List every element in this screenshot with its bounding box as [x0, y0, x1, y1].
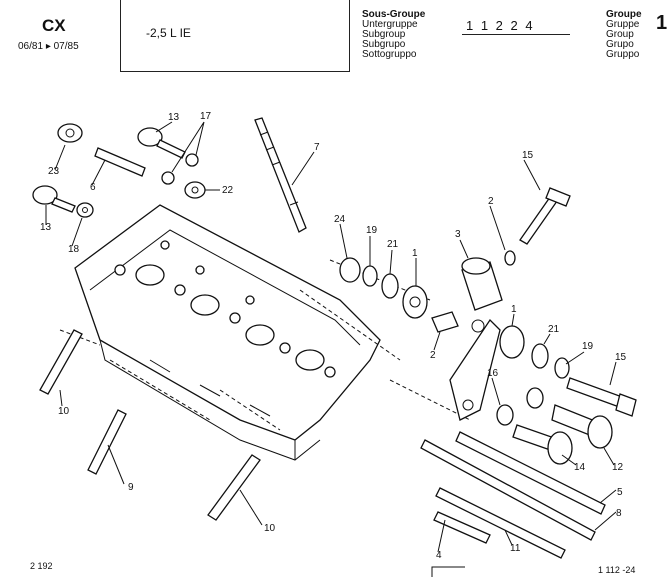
callout-23: 23 — [48, 166, 60, 177]
bushing-1 — [402, 285, 428, 319]
callout-5: 5 — [617, 487, 623, 498]
callout-13b: 13 — [40, 222, 52, 233]
callout-21b: 21 — [548, 324, 560, 335]
stud-10-bottom — [207, 454, 261, 521]
date-range: 06/81 ▸ 07/85 — [18, 42, 79, 52]
group-label-es: Grupo — [606, 39, 634, 50]
callout-labels: 13 17 23 6 22 13 18 7 15 24 19 21 1 3 2 … — [40, 111, 627, 561]
stud-11 — [435, 487, 566, 559]
washer-21 — [381, 273, 399, 299]
callout-10a: 10 — [58, 406, 70, 417]
subgroup-labels: Sous-Groupe Untergruppe Subgroup Subgrup… — [362, 10, 425, 60]
subgroup-label-es: Subgrupo — [362, 39, 406, 50]
footer-left-code: 2 192 — [30, 561, 53, 571]
model-name: CX — [42, 16, 66, 35]
bottom-mark — [431, 566, 465, 577]
cylinder-head — [74, 204, 381, 461]
stud-10-left — [39, 329, 83, 395]
callout-24: 24 — [334, 214, 346, 225]
callout-19b: 19 — [582, 341, 594, 352]
callout-4: 4 — [436, 550, 442, 561]
group-number: 1 — [656, 12, 668, 34]
callout-2a: 2 — [488, 196, 494, 207]
subgroup-underline — [462, 34, 570, 35]
stud-6 — [94, 147, 146, 177]
engine-box — [120, 0, 350, 72]
callout-6: 6 — [90, 182, 96, 193]
subgroup-label-fr: Sous-Groupe — [362, 9, 426, 20]
nut-24 — [339, 257, 361, 283]
subgroup-label-de: Untergruppe — [362, 19, 418, 30]
callout-3: 3 — [455, 229, 461, 240]
callout-14: 14 — [574, 462, 586, 473]
callout-2b: 2 — [430, 350, 436, 361]
callout-9: 9 — [128, 482, 134, 493]
engine-label: -2,5 L IE — [146, 26, 191, 40]
stud-7 — [254, 117, 307, 233]
group-label-de: Gruppe — [606, 19, 640, 30]
washer-21-right — [531, 343, 549, 369]
callout-leaders — [45, 121, 617, 553]
bracket — [449, 318, 501, 421]
nut-23 — [57, 123, 83, 143]
bolt-13-top — [137, 127, 186, 159]
callout-15b: 15 — [615, 352, 627, 363]
footer-right-code: 1 112 -24 — [598, 565, 636, 575]
washers-16 — [496, 387, 544, 426]
washer-17 — [161, 153, 199, 185]
callout-17: 17 — [200, 111, 212, 122]
washer-19 — [362, 265, 378, 287]
group-label-fr: Groupe — [606, 9, 642, 20]
callout-7: 7 — [314, 142, 320, 153]
subgroup-label-en: Subgroup — [362, 29, 406, 40]
stud-8 — [420, 439, 596, 541]
stud-5 — [455, 431, 606, 515]
callout-12: 12 — [612, 462, 624, 473]
bolt-12 — [551, 404, 613, 449]
bolt-14 — [512, 424, 573, 465]
group-label-en: Group — [606, 29, 634, 40]
mount-3 — [461, 257, 503, 311]
callout-11: 11 — [510, 543, 521, 554]
subgroup-label-it: Sottogruppo — [362, 49, 417, 60]
callout-13a: 13 — [168, 112, 180, 123]
group-label-it: Gruppo — [606, 49, 640, 60]
callout-15a: 15 — [522, 150, 534, 161]
callout-10b: 10 — [264, 523, 276, 534]
stud-9 — [87, 409, 127, 475]
bolt-15-right — [566, 377, 637, 417]
date-from: 06/81 — [18, 41, 44, 52]
bolt-13-left — [32, 185, 76, 213]
spacer-2 — [431, 250, 516, 333]
callout-8: 8 — [616, 508, 622, 519]
bolt-15-top — [519, 187, 571, 245]
callout-1b: 1 — [511, 304, 517, 315]
callout-1a: 1 — [412, 248, 418, 259]
washer-22 — [184, 181, 206, 199]
callout-18: 18 — [68, 244, 80, 255]
callout-16: 16 — [487, 368, 499, 379]
arrow-icon: ▸ — [45, 41, 51, 52]
group-labels: Groupe Gruppe Group Grupo Gruppo — [606, 10, 642, 60]
bushing-1-right — [499, 325, 525, 359]
stud-4 — [433, 511, 491, 544]
subgroup-code: 1 1 2 2 4 — [466, 18, 535, 33]
callout-19a: 19 — [366, 225, 378, 236]
washer-18 — [76, 202, 94, 218]
callout-21a: 21 — [387, 239, 399, 250]
washer-19-right — [554, 357, 570, 379]
callout-22: 22 — [222, 185, 234, 196]
date-to: 07/85 — [53, 41, 79, 52]
